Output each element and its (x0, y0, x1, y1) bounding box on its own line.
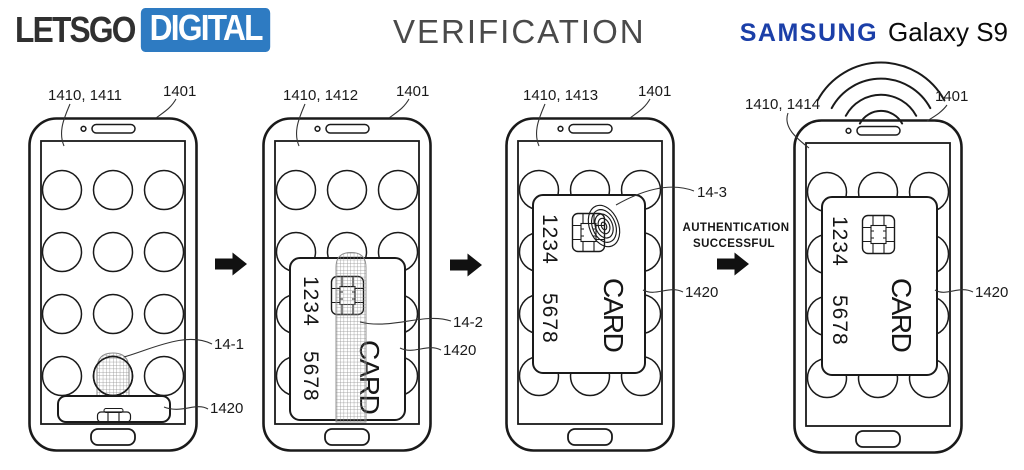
verification-diagram: 1234 5678 CARD 1234 5678 CARD 1234 5678 … (28, 61, 1008, 454)
payment-card (821, 196, 938, 376)
ref-label-card-2: 1420 (443, 342, 476, 359)
payment-card (532, 194, 646, 374)
ref-label-card-4: 1420 (975, 284, 1008, 301)
ref-label-screen-3: 1410, 1413 (523, 87, 598, 104)
finger-swipe-area (335, 252, 367, 423)
phone-panel-2: 1234 5678 CARD (262, 117, 432, 452)
step-arrow-1 (215, 252, 247, 276)
card-number-bottom: 5678 (828, 295, 851, 346)
ref-label-touch-1: 14-1 (214, 336, 244, 353)
ref-label-device-1: 1401 (163, 83, 196, 100)
logo-text-digital: DIGITAL (140, 8, 271, 52)
ref-label-device-3: 1401 (638, 83, 671, 100)
card-name-label: CARD (886, 278, 917, 352)
card-name-label: CARD (598, 278, 629, 352)
samsung-galaxy-brand: SAMSUNG Galaxy S9 (740, 17, 1008, 48)
ref-label-touch-3: 14-3 (697, 184, 727, 201)
step-arrow-2 (450, 253, 482, 277)
phone-panel-1 (28, 117, 198, 452)
galaxy-s9-label: Galaxy S9 (888, 17, 1008, 47)
step-arrow-3 (717, 252, 749, 276)
ref-label-touch-2: 14-2 (453, 314, 483, 331)
nfc-waves-icon (816, 61, 946, 125)
authentication-text-line2: SUCCESSFUL (693, 238, 775, 250)
page-title: VERIFICATION (393, 13, 646, 50)
letsgodigital-logo: LETSGO DIGITAL (15, 8, 271, 52)
ref-label-card-3: 1420 (685, 284, 718, 301)
card-number-bottom: 5678 (538, 293, 561, 344)
card-number-top: 1234 (538, 214, 561, 265)
authentication-text-line1: AUTHENTICATION (683, 222, 790, 234)
card-number-bottom: 5678 (299, 351, 322, 402)
phone-panel-4: 1234 5678 CARD (793, 119, 963, 454)
ref-label-screen-4: 1410, 1414 (745, 96, 820, 113)
card-number-top: 1234 (299, 276, 322, 327)
card-number-top: 1234 (828, 216, 851, 267)
ref-label-screen-1: 1410, 1411 (48, 87, 122, 104)
leader-lines (61, 98, 974, 410)
ref-label-device-2: 1401 (396, 83, 429, 100)
ref-label-screen-2: 1410, 1412 (283, 87, 358, 104)
phone-panel-3: 1234 5678 CARD (505, 117, 675, 452)
samsung-wordmark: SAMSUNG (739, 19, 879, 47)
logo-text-letsgo: LETSGO (15, 8, 136, 50)
ref-label-card-1: 1420 (210, 400, 243, 417)
ref-label-device-4: 1401 (935, 88, 968, 105)
card-contact-connector (96, 408, 132, 423)
